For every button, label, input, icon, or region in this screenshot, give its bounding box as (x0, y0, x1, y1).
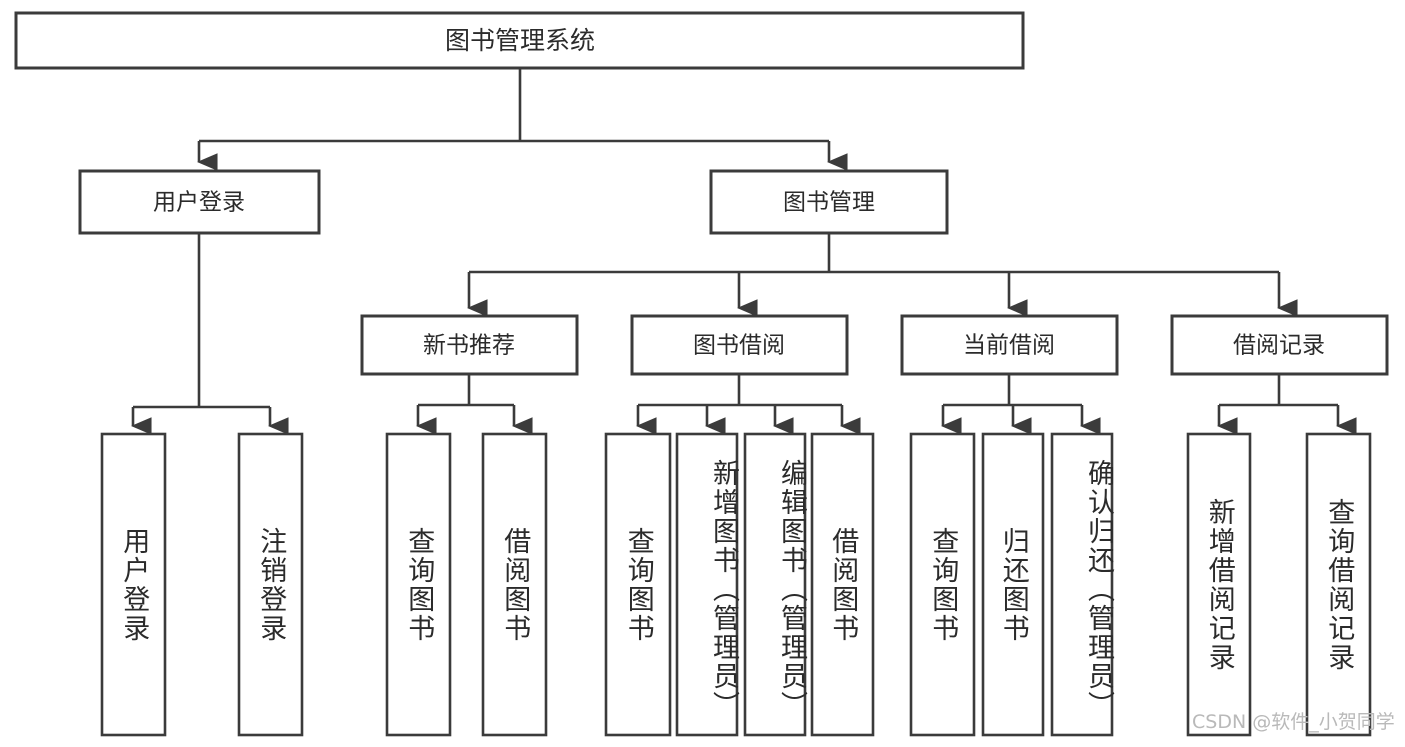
connector-record-bus (1219, 374, 1338, 407)
node-new-book-recommend-label: 新书推荐 (423, 333, 515, 359)
leaf-box-user-login[interactable] (100, 432, 167, 737)
node-user-login-label: 用户登录 (153, 190, 245, 216)
leaf-box-borrow-book[interactable] (810, 432, 875, 737)
leaf-box-edit-book-admin[interactable] (743, 432, 807, 737)
node-current-borrow-label: 当前借阅 (963, 333, 1055, 359)
leaf-box-group (100, 432, 1372, 737)
node-book-borrow-label: 图书借阅 (693, 333, 785, 359)
node-user-login[interactable]: 用户登录 (78, 169, 321, 235)
node-current-borrow[interactable]: 当前借阅 (900, 314, 1119, 376)
node-root-system[interactable]: 图书管理系统 (14, 11, 1025, 70)
node-borrow-record-label: 借阅记录 (1233, 333, 1325, 359)
connector-group (131, 68, 1357, 435)
leaf-box-query-book-cur[interactable] (909, 432, 976, 737)
connector-user-login-bus (133, 233, 270, 409)
csdn-watermark: CSDN @软件_小贺同学 (1192, 711, 1395, 733)
leaf-box-confirm-return[interactable] (1050, 432, 1114, 737)
connector-current-bus (943, 374, 1082, 407)
leaf-box-add-record[interactable] (1186, 432, 1252, 737)
node-book-borrow[interactable]: 图书借阅 (630, 314, 849, 376)
node-book-management[interactable]: 图书管理 (709, 169, 949, 235)
node-borrow-record[interactable]: 借阅记录 (1170, 314, 1389, 376)
connector-borrow-bus (638, 374, 842, 407)
leaf-box-query-book[interactable] (604, 432, 672, 737)
node-new-book-recommend[interactable]: 新书推荐 (360, 314, 579, 376)
connector-book-manage-bus (469, 233, 1279, 274)
leaf-box-logout[interactable] (237, 432, 304, 737)
leaf-box-query-record[interactable] (1305, 432, 1372, 737)
leaf-box-query-book-new[interactable] (385, 432, 452, 737)
connector-new-book-bus (418, 374, 514, 407)
leaf-box-borrow-book-new[interactable] (481, 432, 548, 737)
connector-root-bus (199, 68, 829, 143)
node-root-system-label: 图书管理系统 (445, 26, 595, 55)
leaf-box-return-book[interactable] (981, 432, 1045, 737)
leaf-box-add-book-admin[interactable] (675, 432, 739, 737)
node-book-management-label: 图书管理 (783, 190, 875, 216)
